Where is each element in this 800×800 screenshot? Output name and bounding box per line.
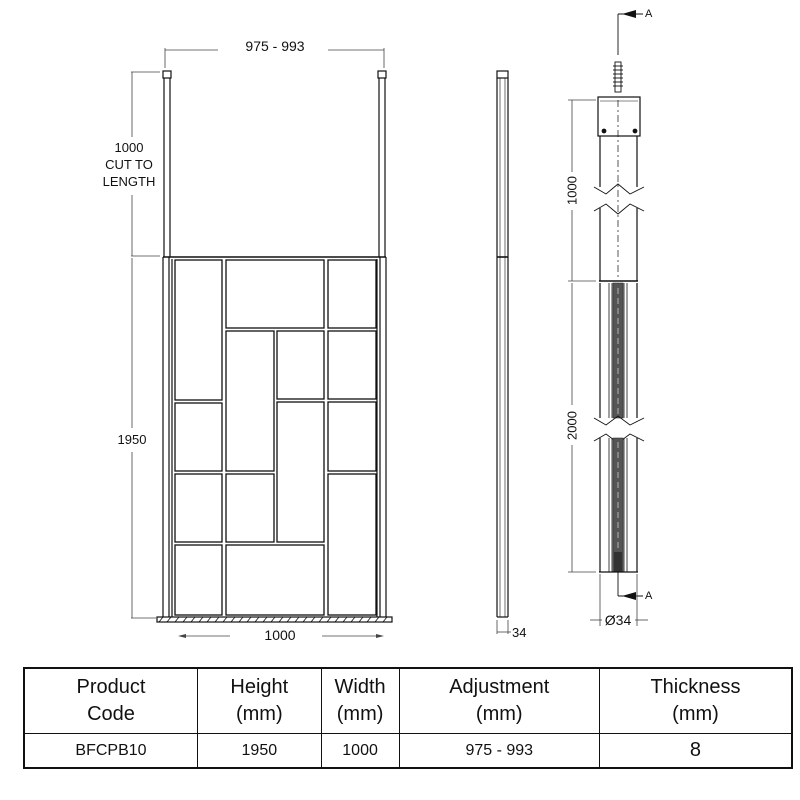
section-view <box>568 10 648 626</box>
panel-width-label: 1000 <box>264 627 296 643</box>
header-width: Width (mm) <box>320 667 400 734</box>
cell-height: 1950 <box>196 733 322 769</box>
spec-table: Product Code Height (mm) Width (mm) Adju… <box>23 667 793 769</box>
spec-table-header-row: Product Code Height (mm) Width (mm) Adju… <box>23 667 793 734</box>
diameter-label: Ø34 <box>604 612 632 628</box>
adjustment-dimension-label: 975 - 993 <box>245 38 305 54</box>
table-row: BFCPB10 1950 1000 975 - 993 8 <box>23 733 793 769</box>
technical-drawing <box>131 10 648 638</box>
panel-height-label: 1950 <box>117 432 147 447</box>
arm-length-label-line3: LENGTH <box>102 174 156 189</box>
lower-length-label: 2000 <box>564 411 580 440</box>
section-marker-top: A <box>645 8 653 20</box>
header-product-code: Product Code <box>23 667 198 734</box>
cell-adjustment: 975 - 993 <box>398 733 600 769</box>
arm-length-label-line1: 1000 <box>114 140 144 155</box>
side-depth-label: 34 <box>512 625 527 640</box>
section-marker-bottom: A <box>645 590 653 602</box>
header-adjustment: Adjustment (mm) <box>398 667 600 734</box>
front-view-panel <box>156 70 393 623</box>
front-dimension-lines <box>131 48 385 637</box>
header-thickness: Thickness (mm) <box>598 667 793 734</box>
cell-thickness: 8 <box>598 733 793 769</box>
side-view-profile <box>496 70 511 634</box>
cell-product-code: BFCPB10 <box>23 733 198 769</box>
cell-width: 1000 <box>320 733 400 769</box>
upper-length-label: 1000 <box>564 176 580 205</box>
floor-hatch <box>158 616 388 623</box>
arm-length-label-line2: CUT TO <box>105 157 153 172</box>
header-height: Height (mm) <box>196 667 322 734</box>
